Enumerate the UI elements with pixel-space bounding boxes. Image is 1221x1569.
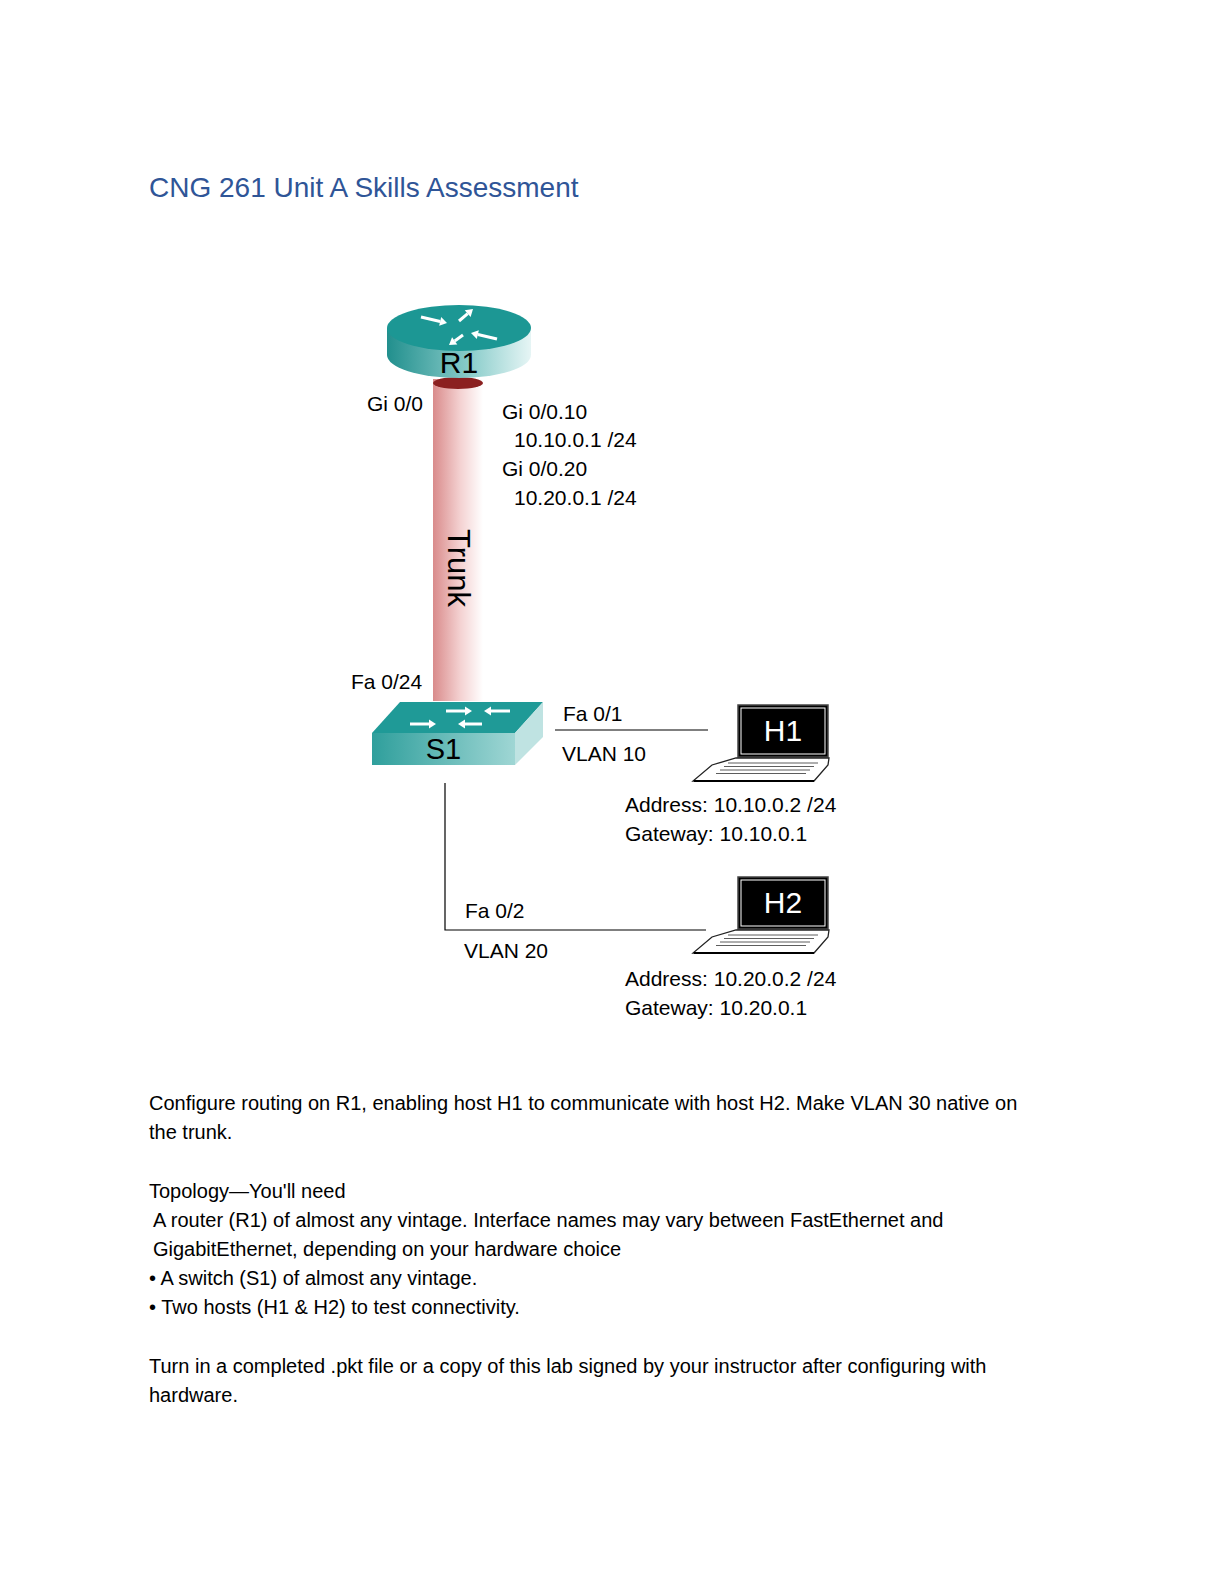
connectors: [433, 377, 708, 930]
switch-front: [372, 733, 515, 765]
keyboard-row: [720, 942, 810, 943]
switch-top: [372, 702, 543, 733]
ip-address: 10.20.0.1 /24: [514, 486, 637, 510]
node-outline: [692, 703, 830, 783]
arrow-stroke: [410, 723, 429, 726]
page-title: CNG 261 Unit A Skills Assessment: [149, 170, 579, 206]
arrow-head: [465, 309, 473, 317]
laptop-base: [693, 758, 829, 781]
keyboard-row: [720, 770, 810, 771]
router-top: [387, 305, 531, 351]
keyboard-row: [716, 773, 806, 774]
arrow-head: [465, 707, 472, 716]
instruction-text: Turn in a completed .pkt file or a copy …: [149, 1352, 1049, 1410]
trunk-cap: [433, 377, 483, 389]
trunk-link: [433, 379, 483, 701]
switch-node: S1: [370, 700, 545, 767]
host-laptop: H1: [692, 703, 830, 783]
host-gateway: Gateway: 10.10.0.1: [625, 822, 807, 846]
interface-label: Fa 0/1: [563, 702, 623, 726]
keyboard-row: [716, 945, 806, 946]
arrow-head: [484, 707, 491, 716]
arrow-head: [449, 337, 457, 345]
vlan-label: VLAN 10: [562, 742, 646, 766]
laptop-base: [693, 930, 829, 953]
arrow-stroke: [421, 317, 440, 321]
arrow-stroke: [459, 314, 468, 321]
arrow-stroke: [455, 335, 463, 341]
node-label: H2: [738, 877, 828, 929]
arrow-head: [458, 720, 465, 729]
host-address: Address: 10.20.0.2 /24: [625, 967, 836, 991]
vlan-label: VLAN 20: [464, 939, 548, 963]
node-label: H1: [738, 705, 828, 757]
keyboard-row: [728, 763, 818, 764]
switch-side: [515, 702, 543, 765]
interface-label: Fa 0/2: [465, 899, 525, 923]
arrow-head: [471, 330, 479, 339]
link-label: Trunk: [441, 529, 475, 607]
instruction-text: Configure routing on R1, enabling host H…: [149, 1089, 1049, 1147]
node-label: R1: [387, 348, 531, 378]
section-heading: Topology—You'll need: [149, 1177, 1049, 1206]
host-address: Address: 10.10.0.2 /24: [625, 793, 836, 817]
arrow-stroke: [446, 710, 465, 713]
interface-label: Gi 0/0.20: [502, 457, 587, 481]
ip-address: 10.10.0.1 /24: [514, 428, 637, 452]
interface-label: Gi 0/0: [367, 392, 423, 416]
arrow-stroke: [478, 335, 497, 339]
requirement-text: A router (R1) of almost any vintage. Int…: [153, 1206, 1053, 1264]
host-gateway: Gateway: 10.20.0.1: [625, 996, 807, 1020]
keyboard-row: [724, 766, 814, 767]
router-icon: [387, 305, 531, 378]
access-link: [555, 729, 708, 730]
arrow-stroke: [465, 723, 482, 726]
arrow-head: [429, 720, 436, 729]
keyboard-row: [724, 938, 814, 939]
arrow-head: [439, 317, 447, 326]
laptop-icon: [693, 705, 829, 781]
laptop-screen: [738, 877, 828, 929]
bullet-item: • Two hosts (H1 & H2) to test connectivi…: [149, 1293, 1049, 1322]
keyboard-row: [728, 935, 818, 936]
interface-label: Gi 0/0.10: [502, 400, 587, 424]
node-label: S1: [372, 733, 515, 765]
node-outline: [692, 875, 830, 955]
router-node: R1: [387, 303, 531, 378]
bullet-item: • A switch (S1) of almost any vintage.: [149, 1264, 1049, 1293]
laptop-icon: [693, 877, 829, 953]
arrow-stroke: [491, 710, 510, 713]
laptop-edge: [694, 952, 814, 954]
laptop-screen: [738, 705, 828, 757]
host-laptop: H2: [692, 875, 830, 955]
switch-icon: [372, 702, 543, 765]
laptop-edge: [694, 780, 814, 782]
interface-label: Fa 0/24: [351, 670, 422, 694]
